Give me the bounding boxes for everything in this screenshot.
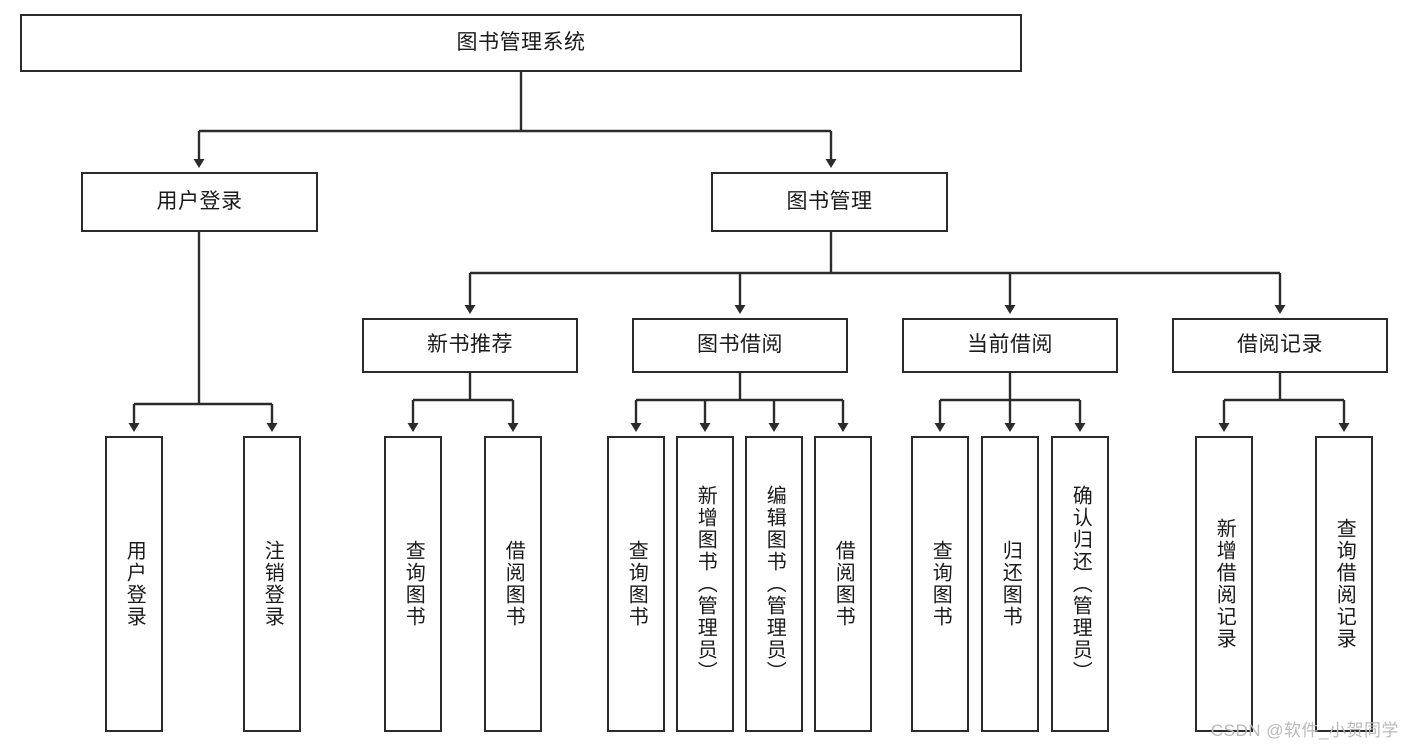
- leaf-node-add-book[interactable]: 新增图书（管理员）: [676, 436, 734, 732]
- leaf-node-query-book-newbook-label: 查询图书: [402, 540, 425, 628]
- node-current-borrow[interactable]: 当前借阅: [902, 318, 1118, 373]
- node-book-manage-label: 图书管理: [786, 189, 873, 213]
- leaf-node-query-book-current-label: 查询图书: [929, 540, 952, 628]
- leaf-node-return-book-label: 归还图书: [999, 540, 1022, 628]
- node-new-book-recommend-label: 新书推荐: [427, 333, 513, 357]
- leaf-node-borrow-book-newbook[interactable]: 借阅图书: [484, 436, 542, 732]
- leaf-node-add-borrow-record-label: 新增借阅记录: [1213, 518, 1236, 650]
- leaf-node-logout-label: 注销登录: [261, 540, 284, 628]
- node-current-borrow-label: 当前借阅: [967, 333, 1053, 357]
- leaf-node-user-login[interactable]: 用户登录: [105, 436, 163, 732]
- leaf-node-query-book-newbook[interactable]: 查询图书: [384, 436, 442, 732]
- node-borrow-record[interactable]: 借阅记录: [1172, 318, 1388, 373]
- leaf-node-confirm-return[interactable]: 确认归还（管理员）: [1051, 436, 1109, 732]
- leaf-node-edit-book-label: 编辑图书（管理员）: [763, 485, 786, 683]
- node-book-manage[interactable]: 图书管理: [711, 172, 948, 232]
- node-borrow-record-label: 借阅记录: [1237, 333, 1323, 357]
- leaf-node-query-book-borrow-label: 查询图书: [625, 540, 648, 628]
- leaf-node-query-borrow-record-label: 查询借阅记录: [1333, 518, 1356, 650]
- leaf-node-add-borrow-record[interactable]: 新增借阅记录: [1195, 436, 1253, 732]
- node-new-book-recommend[interactable]: 新书推荐: [362, 318, 578, 373]
- leaf-node-query-book-borrow[interactable]: 查询图书: [607, 436, 665, 732]
- leaf-node-add-book-label: 新增图书（管理员）: [694, 485, 717, 683]
- leaf-node-return-book[interactable]: 归还图书: [981, 436, 1039, 732]
- leaf-node-edit-book[interactable]: 编辑图书（管理员）: [745, 436, 803, 732]
- node-book-borrow-label: 图书借阅: [697, 333, 783, 357]
- node-book-borrow[interactable]: 图书借阅: [632, 318, 848, 373]
- leaf-node-borrow-book-label: 借阅图书: [832, 540, 855, 628]
- leaf-node-query-book-current[interactable]: 查询图书: [911, 436, 969, 732]
- node-root-label: 图书管理系统: [456, 30, 586, 54]
- node-user-login[interactable]: 用户登录: [81, 172, 318, 232]
- leaf-node-borrow-book[interactable]: 借阅图书: [814, 436, 872, 732]
- node-root[interactable]: 图书管理系统: [20, 14, 1022, 72]
- leaf-node-user-login-label: 用户登录: [123, 540, 146, 628]
- leaf-node-confirm-return-label: 确认归还（管理员）: [1069, 485, 1092, 683]
- leaf-node-logout[interactable]: 注销登录: [243, 436, 301, 732]
- leaf-node-query-borrow-record[interactable]: 查询借阅记录: [1315, 436, 1373, 732]
- leaf-node-borrow-book-newbook-label: 借阅图书: [502, 540, 525, 628]
- node-user-login-label: 用户登录: [156, 189, 243, 213]
- watermark-text: CSDN @软件_小贺同学: [1210, 721, 1399, 740]
